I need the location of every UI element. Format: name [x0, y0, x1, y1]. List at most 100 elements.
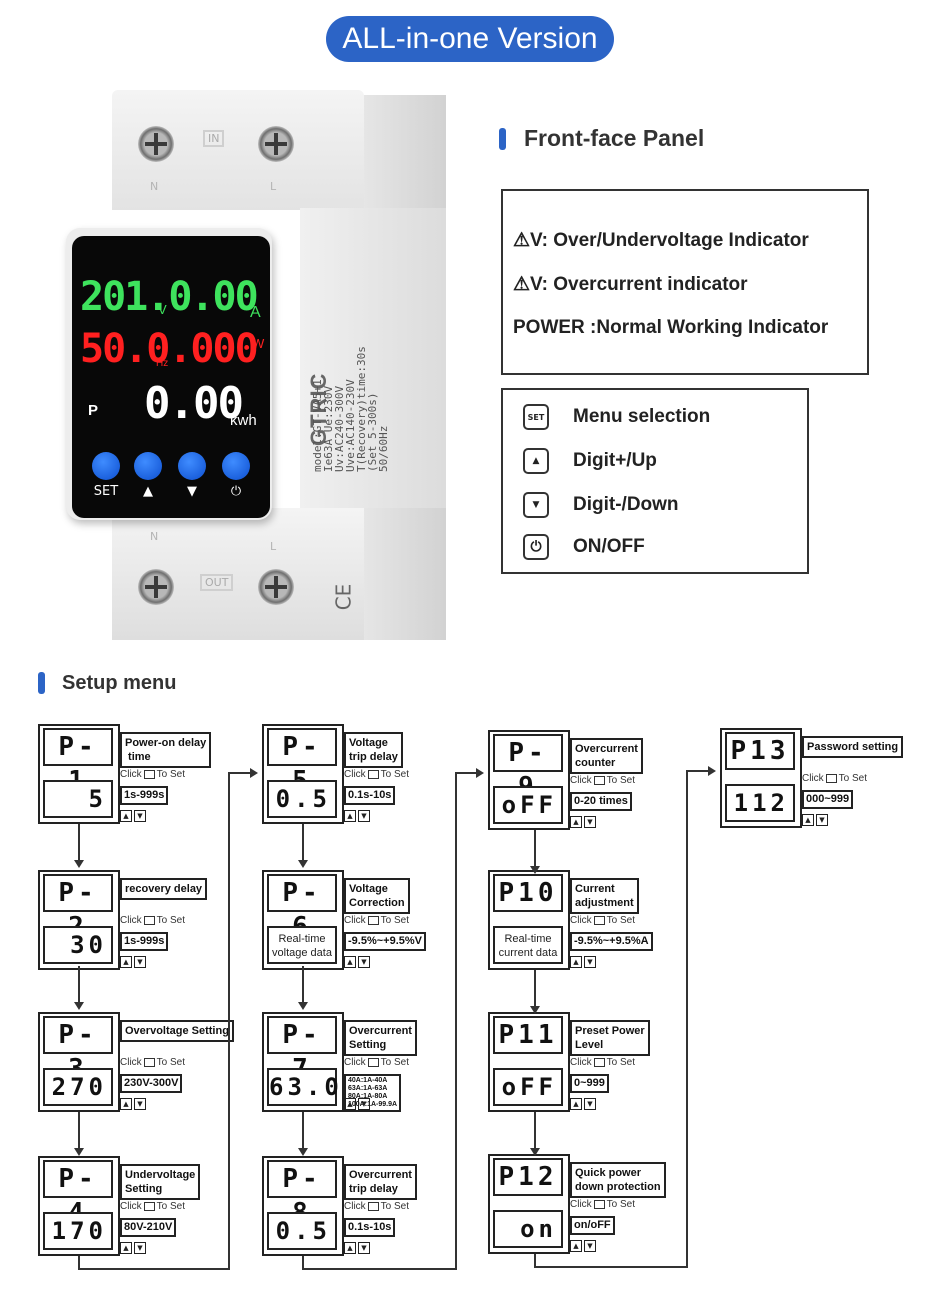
- param-range: 0-20 times: [570, 792, 632, 811]
- kwh-unit: kwh: [230, 412, 257, 429]
- param-code-display: P11: [493, 1016, 563, 1054]
- up-button[interactable]: [134, 452, 162, 480]
- param-range: 0.1s-10s: [344, 786, 396, 805]
- up-key-icon: ▲: [120, 810, 132, 822]
- device-display: 201.0.00 V A 50.0.000 Hz W P 0.00 kwh SE…: [72, 236, 270, 518]
- flow-connector: [302, 1256, 304, 1270]
- up-key-icon: ▲: [344, 1242, 356, 1254]
- up-down-keys: ▲▼: [344, 956, 370, 968]
- up-key-icon: ▲: [570, 1098, 582, 1110]
- param-value-display: oFF: [493, 1068, 563, 1106]
- up-down-keys: ▲▼: [120, 1098, 146, 1110]
- indicator-power: POWER :Normal Working Indicator: [513, 317, 829, 338]
- key-label: Digit-/Down: [573, 494, 679, 515]
- to-set-text: To Set: [380, 1201, 410, 1212]
- voltage-current-readout: 201.0.00: [80, 274, 259, 320]
- param-range: -9.5%~+9.5%A: [570, 932, 653, 951]
- flow-arrow-icon: [530, 1148, 540, 1156]
- down-key-icon: ▼: [358, 1098, 370, 1110]
- flow-arrow-icon: [250, 768, 258, 778]
- flow-arrow-icon: [74, 860, 84, 868]
- up-down-keys: ▲▼: [802, 814, 828, 826]
- param-range: 230V-300V: [120, 1074, 183, 1093]
- terminal-screw-icon: [258, 569, 294, 605]
- down-key-icon: ▼: [523, 492, 549, 518]
- version-badge: ALL-in-one Version: [326, 16, 614, 62]
- flow-connector: [228, 772, 252, 774]
- param-range: 0~999: [570, 1074, 609, 1093]
- param-description: Power-on delay time: [120, 732, 212, 768]
- down-key-icon: ▼: [584, 956, 596, 968]
- section-marker: [38, 672, 45, 694]
- flow-connector: [78, 1268, 228, 1270]
- key-label: ON/OFF: [573, 536, 645, 557]
- flow-arrow-icon: [74, 1148, 84, 1156]
- up-down-keys: ▲▼: [570, 816, 596, 828]
- indicator-overcurrent: ⚠V: Overcurrent indicator: [513, 274, 748, 295]
- down-key-icon: ▼: [358, 810, 370, 822]
- key-label: Digit+/Up: [573, 450, 657, 471]
- set-key-icon: [143, 1201, 155, 1211]
- mode-indicator: P: [88, 402, 99, 419]
- flow-connector: [534, 1254, 536, 1268]
- up-key-icon: ▲: [344, 1098, 356, 1110]
- param-value-display: 5: [43, 780, 113, 818]
- down-button[interactable]: [178, 452, 206, 480]
- param-code-display: P- 4: [43, 1160, 113, 1228]
- param-range: -9.5%~+9.5%V: [344, 932, 426, 951]
- set-key-icon: [593, 1199, 605, 1209]
- up-key-icon: ▲: [120, 956, 132, 968]
- flow-connector: [78, 824, 80, 862]
- down-key-icon: ▼: [134, 1242, 146, 1254]
- indicator-legend: ⚠V: Over/Undervoltage Indicator ⚠V: Over…: [501, 189, 869, 375]
- down-key-icon: ▼: [134, 956, 146, 968]
- power-button[interactable]: [222, 452, 250, 480]
- device-rail-top: [362, 95, 446, 209]
- up-key-icon: ▲: [344, 956, 356, 968]
- key-label: Menu selection: [573, 406, 711, 427]
- terminal-screw-icon: [138, 126, 174, 162]
- click-text: Click: [570, 1199, 592, 1210]
- down-key-icon: ▼: [584, 1098, 596, 1110]
- up-down-keys: ▲▼: [120, 1242, 146, 1254]
- key-row-set: SET Menu selection: [523, 404, 710, 430]
- power-key-icon: ⏻: [523, 534, 549, 560]
- flow-connector: [686, 770, 710, 772]
- param-code-display: P- 6: [267, 874, 337, 942]
- up-key-icon: ▲: [802, 814, 814, 826]
- set-button[interactable]: [92, 452, 120, 480]
- set-key-icon: SET: [523, 404, 549, 430]
- key-legend: SET Menu selection ▲ Digit+/Up ▼ Digit-/…: [501, 388, 809, 574]
- set-key-icon: [593, 1057, 605, 1067]
- up-down-keys: ▲▼: [120, 810, 146, 822]
- flow-arrow-icon: [530, 1006, 540, 1014]
- up-key-icon: ▲: [523, 448, 549, 474]
- param-code-display: P12: [493, 1158, 563, 1196]
- flow-connector: [302, 1112, 304, 1150]
- flow-connector: [455, 772, 478, 774]
- device-side-housing: [300, 208, 446, 508]
- to-set-text: To Set: [156, 915, 186, 926]
- in-label: IN: [203, 130, 225, 147]
- terminal-screw-icon: [138, 569, 174, 605]
- param-code-display: P- 9: [493, 734, 563, 802]
- param-code-display: P- 7: [267, 1016, 337, 1084]
- param-value-display: 112: [725, 784, 795, 822]
- down-key-icon: ▼: [134, 810, 146, 822]
- param-value-display: Real-time current data: [493, 926, 563, 964]
- to-set-text: To Set: [838, 773, 868, 784]
- flow-arrow-icon: [298, 1002, 308, 1010]
- down-key-icon: ▼: [584, 1240, 596, 1252]
- param-code-display: P10: [493, 874, 563, 912]
- volt-unit: V: [158, 302, 167, 317]
- set-label: SET: [93, 484, 119, 499]
- flow-arrow-icon: [708, 766, 716, 776]
- up-key-icon: ▲: [120, 1098, 132, 1110]
